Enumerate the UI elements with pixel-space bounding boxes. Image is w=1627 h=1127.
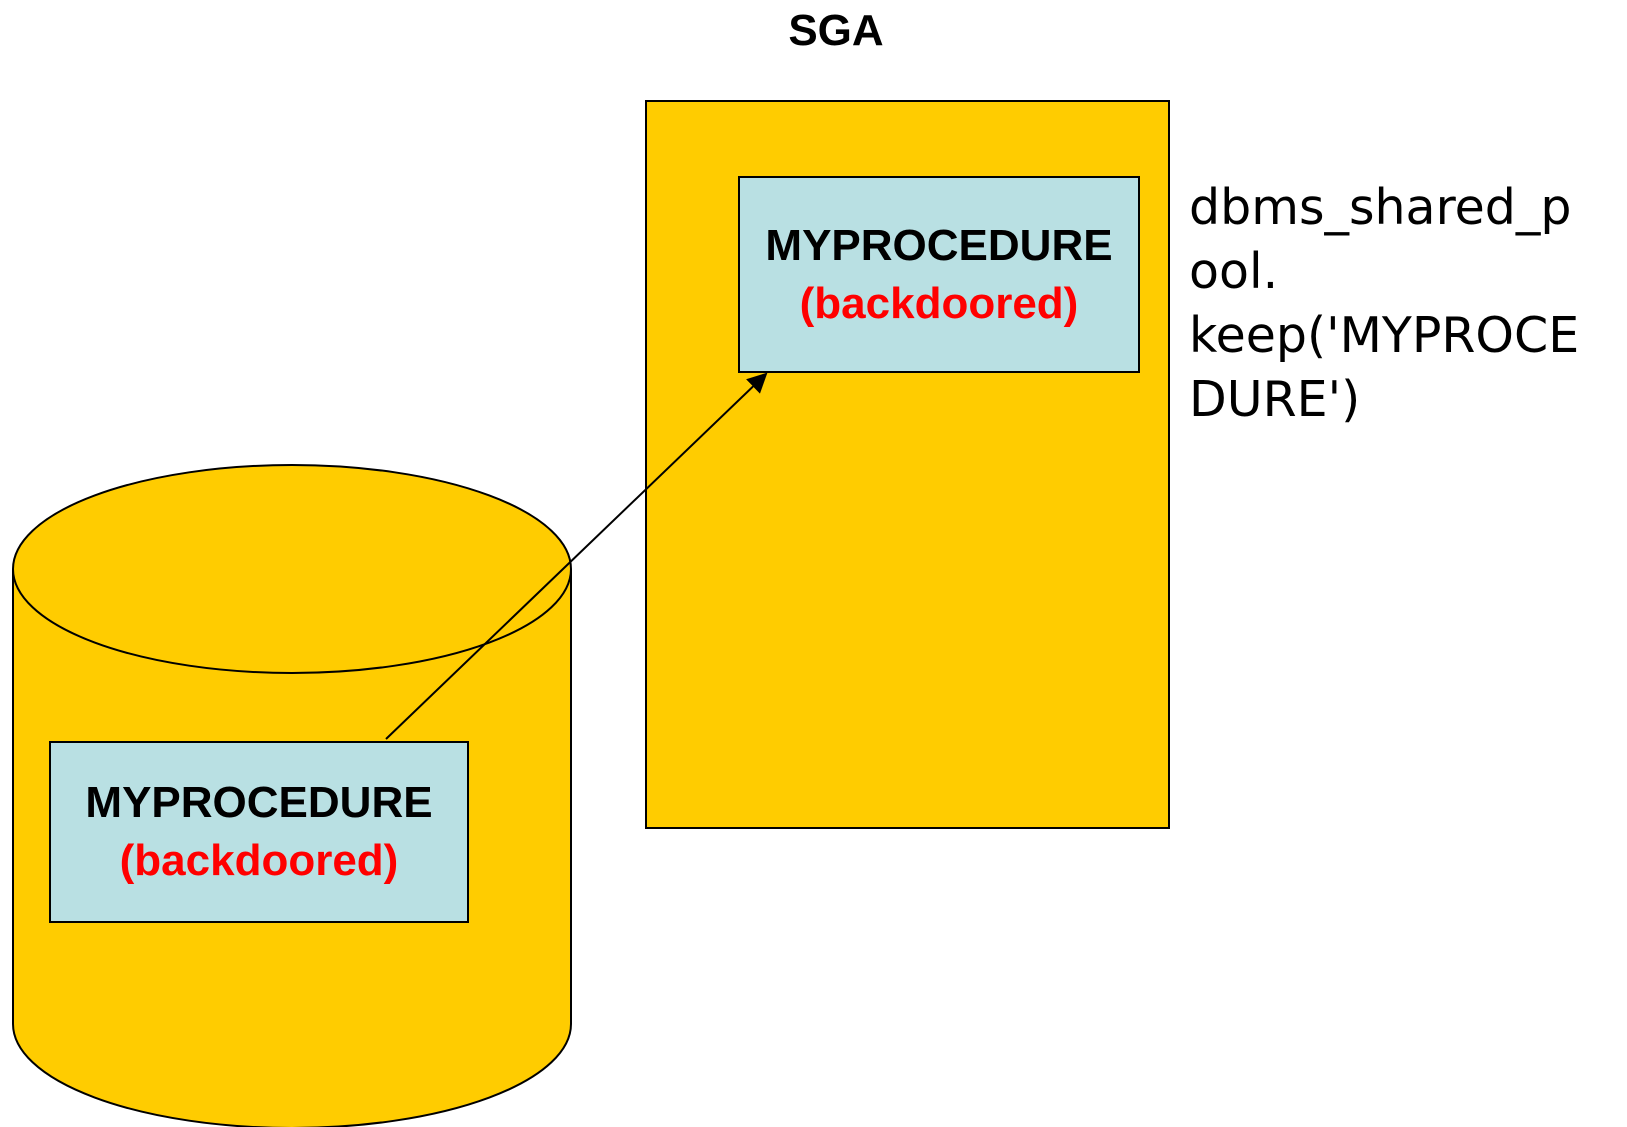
- disk-procedure-name: MYPROCEDURE: [85, 778, 433, 827]
- database-cylinder-top: [12, 464, 572, 674]
- sga-procedure-status: (backdoored): [799, 278, 1079, 328]
- load-arrow: [385, 372, 768, 740]
- disk-procedure-status: (backdoored): [119, 836, 399, 885]
- sga-procedure-box: MYPROCEDURE (backdoored): [738, 176, 1140, 373]
- sga-procedure-name: MYPROCEDURE: [765, 220, 1113, 270]
- disk-procedure-box: MYPROCEDURE (backdoored): [49, 741, 469, 923]
- keep-call-note: dbms_shared_p ool. keep('MYPROCE DURE'): [1189, 179, 1580, 428]
- sga-title: SGA: [788, 6, 884, 55]
